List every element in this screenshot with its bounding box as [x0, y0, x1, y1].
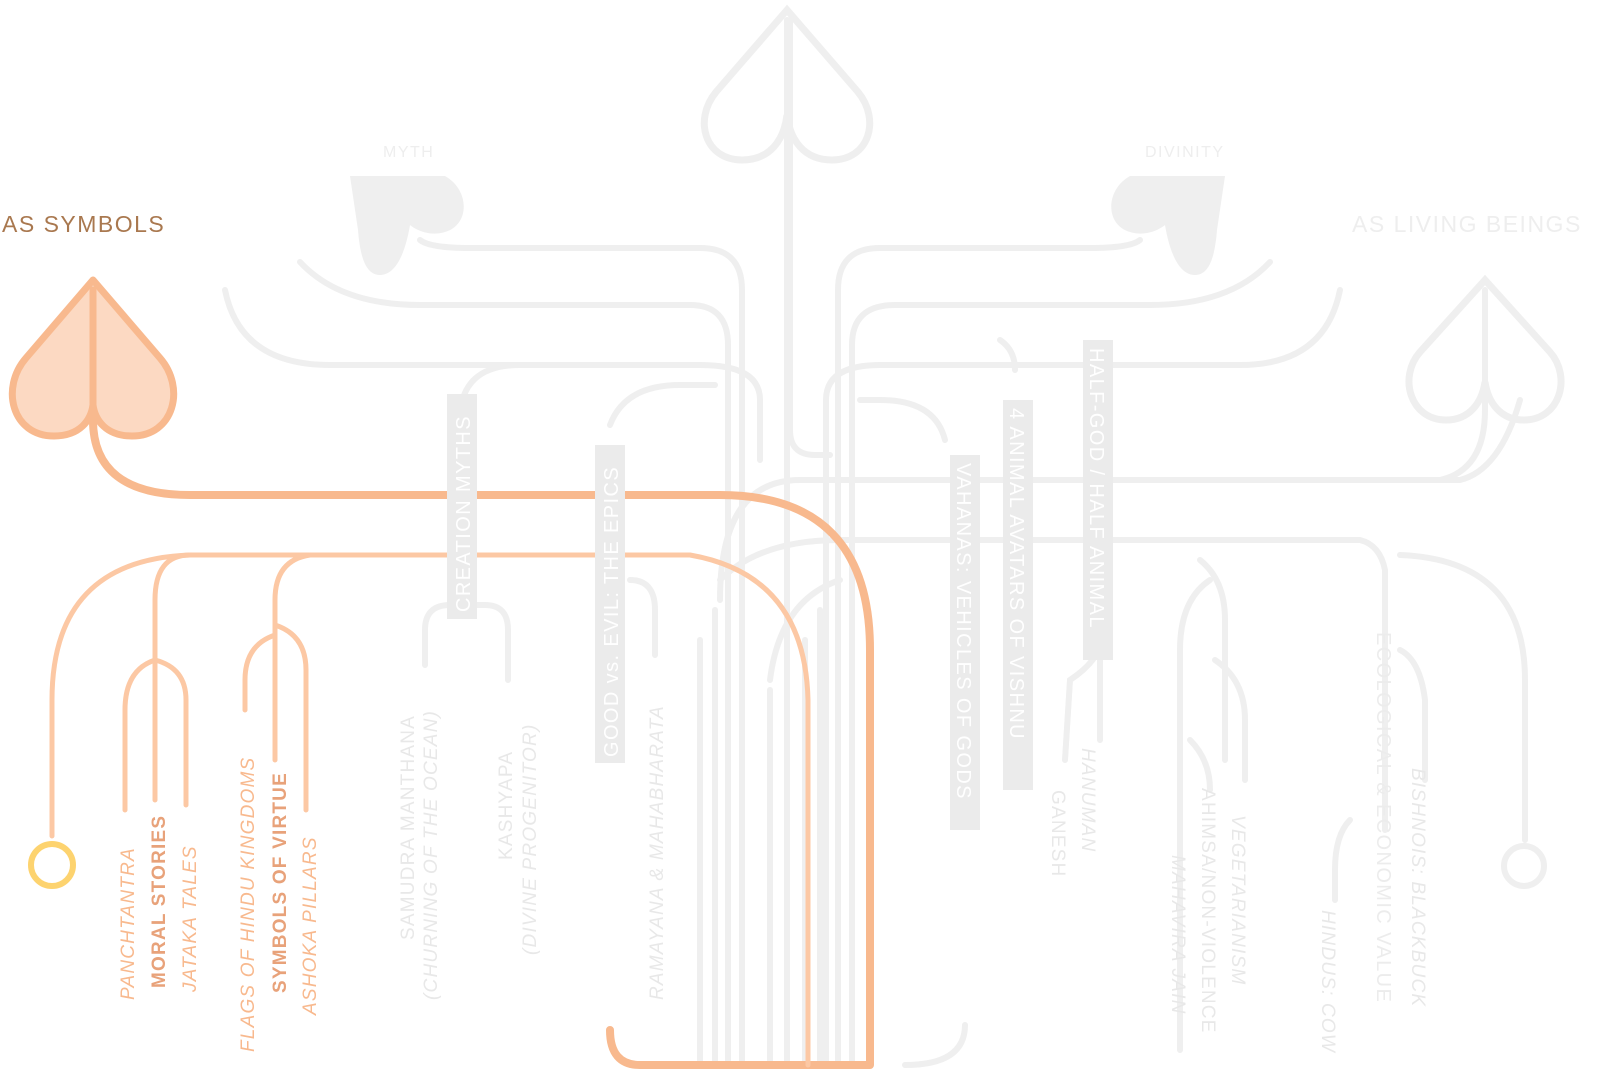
leaf-ganesh: GANESH: [1047, 790, 1068, 877]
category-ecological-value: ECOLOGICAL & ECONOMIC VALUE: [1372, 632, 1394, 1003]
leaf-divine-progenitor: (DIVINE PROGENITOR): [520, 724, 541, 955]
symbols-main-branch: [89, 416, 874, 1069]
leaf-symbols-of-virtue: SYMBOLS OF VIRTUE: [270, 772, 291, 993]
category-good-vs-evil: GOOD vs. EVIL: THE EPICS: [601, 466, 623, 757]
leaf-bishnois: BISHNOIS: BLACKBUCK: [1407, 768, 1428, 1007]
faded-fills: [350, 176, 1225, 275]
leaf-mahavira: MAHAVIRA JAIN: [1167, 855, 1188, 1015]
category-boxes: [447, 340, 1113, 830]
category-vahanas: VAHANAS: VEHICLES OF GODS: [952, 463, 974, 800]
category-animal-avatars: 4 ANIMAL AVATARS OF VISHNU: [1005, 408, 1027, 740]
leaf-vegetarianism: VEGETARIANISM: [1227, 815, 1248, 985]
leaf-churning-ocean: (CHURNING OF THE OCEAN): [421, 710, 442, 1000]
leaf-samudra-manthana: SAMUDRA MANTHANA: [398, 715, 419, 940]
symbols-ring-icon: [28, 841, 76, 889]
leaf-kashyapa: KASHYAPA: [496, 751, 517, 860]
leaf-jataka-tales: JATAKA TALES: [180, 845, 201, 993]
leaf-hindus-cow: HINDUS: COW: [1317, 910, 1338, 1054]
leaf-panchtantra: PANCHTANTRA: [118, 847, 139, 1000]
category-half-god: HALF-GOD / HALF ANIMAL: [1085, 348, 1107, 629]
leaf-flags: FLAGS OF HINDU KINGDOMS: [238, 757, 259, 1052]
myth-shape-icon: [350, 176, 464, 275]
leaf-moral-stories: MORAL STORIES: [149, 815, 170, 988]
category-creation-myths: CREATION MYTHS: [453, 415, 475, 612]
leaf-ashoka-pillars: ASHOKA PILLARS: [300, 836, 321, 1016]
header-divinity: DIVINITY: [1145, 144, 1225, 161]
leaf-ahimsa: AHIMSA/NON-VIOLENCE: [1197, 788, 1218, 1034]
leaf-hanuman: HANUMAN: [1077, 748, 1098, 852]
leaf-ramayana: RAMAYANA & MAHABHARATA: [647, 705, 668, 1000]
header-myth: MYTH: [383, 144, 434, 161]
divinity-shape-icon: [1111, 176, 1225, 275]
header-as-living-beings: AS LIVING BEINGS: [1352, 211, 1582, 237]
living-ring-icon: [1501, 843, 1547, 889]
symbols-tree: [8, 276, 874, 1069]
faded-tree: [222, 4, 1565, 1068]
header-as-symbols: AS SYMBOLS: [2, 211, 165, 237]
